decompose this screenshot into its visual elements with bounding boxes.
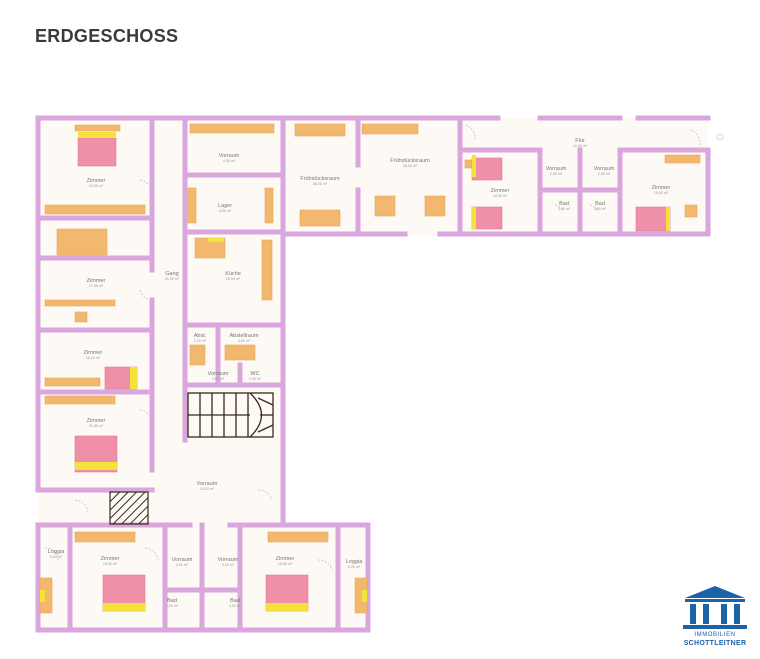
room-area: 2,80 m² xyxy=(550,172,563,176)
room-area: 1,50 m² xyxy=(249,377,262,381)
room-label: Küche xyxy=(225,271,241,277)
room-area: 4,60 m² xyxy=(238,339,251,343)
room-area: 19,00 m² xyxy=(654,191,669,195)
room-area: 2,20 m² xyxy=(194,339,207,343)
room-area: 5,20 m² xyxy=(348,565,361,569)
room-label: Vorraum xyxy=(594,166,615,172)
room-label: Zimmer xyxy=(87,278,106,284)
room-label: Loggia xyxy=(346,559,363,565)
room-label: Vorraum xyxy=(172,557,193,563)
bed-pillows xyxy=(40,132,670,611)
room-area: 4,00 m² xyxy=(166,604,179,608)
room-label: Zimmer xyxy=(87,418,106,424)
room-area: 3,50 m² xyxy=(222,563,235,567)
room-area: 18,50 m² xyxy=(493,194,508,198)
room-label: Gang xyxy=(165,271,178,277)
room-label: Abst. xyxy=(194,333,207,339)
room-label: Bad xyxy=(167,598,177,604)
room-label: Vorraum xyxy=(219,153,240,159)
room-label: Zimmer xyxy=(491,188,510,194)
room-area: 21,50 m² xyxy=(165,277,180,281)
logo-line-1: IMMOBILIEN xyxy=(694,632,736,638)
room-label: Zimmer xyxy=(87,178,106,184)
room-area: 18,50 m² xyxy=(103,562,118,566)
floor-title: ERDGESCHOSS xyxy=(35,26,179,46)
room-area: 12,50 m² xyxy=(573,144,588,148)
room-area: 4,00 m² xyxy=(229,604,242,608)
room-label: Frühstücksraum xyxy=(300,176,340,182)
room-area: 17,95 m² xyxy=(89,284,104,288)
room-area: 3,90 m² xyxy=(594,207,607,211)
room-label: Zimmer xyxy=(652,185,671,191)
floor-area xyxy=(38,118,708,630)
room-label: Bad xyxy=(595,201,605,207)
room-label: Bad xyxy=(230,598,240,604)
room-label: Bad xyxy=(559,201,569,207)
room-label: Frühstücksraum xyxy=(390,158,430,164)
room-area: 22,95 m² xyxy=(89,184,104,188)
room-area: 6,50 m² xyxy=(219,209,232,213)
door-swings xyxy=(44,124,701,571)
room-area: 4,50 m² xyxy=(223,159,236,163)
company-logo: IMMOBILIEN SCHOTTLEITNER xyxy=(675,582,755,652)
logo-line-2: SCHOTTLEITNER xyxy=(683,640,747,647)
room-area: 38,00 m² xyxy=(313,182,328,186)
room-label: Zimmer xyxy=(276,556,295,562)
room-label: Abstellraum xyxy=(229,333,258,339)
room-label: Vorraum xyxy=(197,481,218,487)
room-area: 3,50 m² xyxy=(176,563,189,567)
room-label: Zimmer xyxy=(84,350,103,356)
hatched-shaft xyxy=(109,491,149,525)
room-area: 18,50 m² xyxy=(226,277,241,281)
room-label: Zimmer xyxy=(101,556,120,562)
room-label: Lager xyxy=(218,203,232,209)
room-area: 5,20 m² xyxy=(50,555,63,559)
room-area: 3,90 m² xyxy=(558,207,571,211)
room-label: Vorraum xyxy=(208,371,229,377)
room-label: Vorraum xyxy=(218,557,239,563)
walls xyxy=(35,115,711,633)
room-area: 21,80 m² xyxy=(89,424,104,428)
room-area: 18,20 m² xyxy=(86,356,101,360)
room-label: Flur xyxy=(575,138,585,144)
room-area: 2,80 m² xyxy=(598,172,611,176)
stairs xyxy=(187,392,274,438)
room-area: 18,50 m² xyxy=(278,562,293,566)
room-area: 3,00 m² xyxy=(212,377,225,381)
room-area: 15,50 m² xyxy=(200,487,215,491)
room-label: Vorraum xyxy=(546,166,567,172)
room-label: Loggia xyxy=(48,549,65,555)
building-columns-icon xyxy=(683,586,747,629)
room-label: WC xyxy=(250,371,259,377)
room-area: 36,00 m² xyxy=(403,164,418,168)
